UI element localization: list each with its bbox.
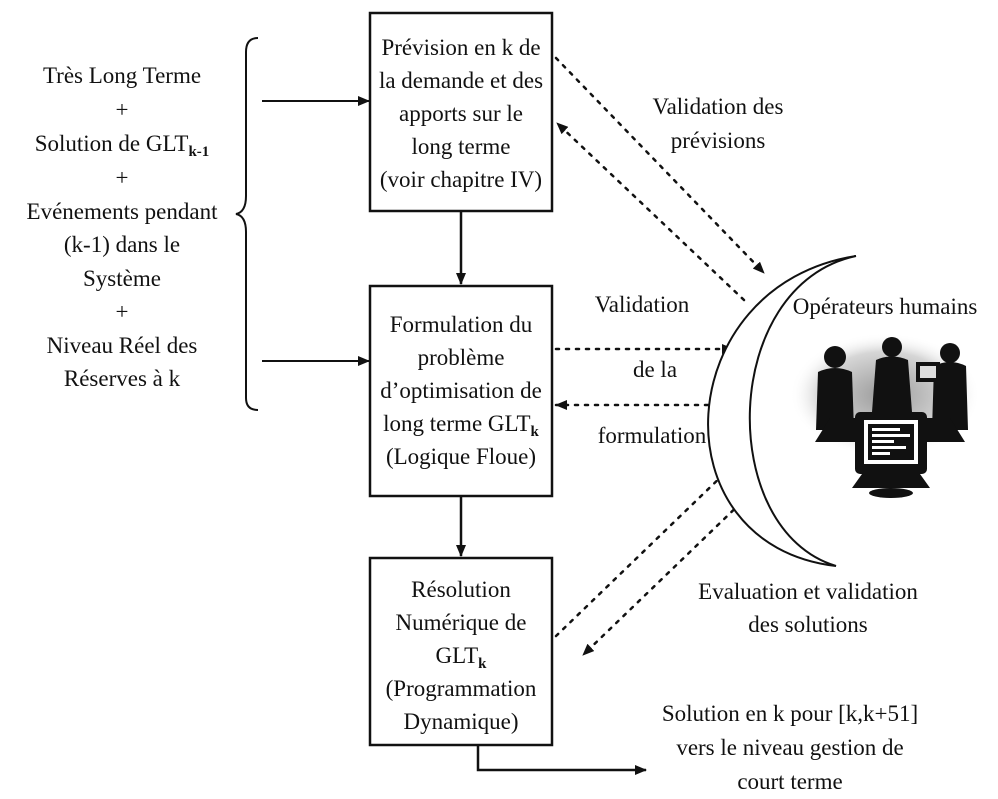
input-list: Très Long Terme + Solution de GLTk-1 + E… (27, 63, 219, 391)
prevision-line: long terme (412, 134, 511, 159)
label-validation-formulation: formulation (598, 423, 707, 448)
output-arrow (476, 745, 647, 775)
prevision-line: Prévision en k de (381, 35, 540, 60)
label-validation-formulation: de la (633, 357, 677, 382)
label-evaluation-validation: Evaluation et validation (698, 579, 918, 604)
dotted-arrow-operators-to-resolution (581, 494, 750, 657)
resolution-line: Dynamique) (404, 709, 519, 734)
resolution-line: GLTk (436, 643, 488, 672)
human-operators-icon (790, 333, 980, 498)
output-label: Solution en k pour [k,k+51] vers le nive… (662, 701, 918, 794)
input-brace (235, 37, 259, 411)
prevision-line: la demande et des (379, 68, 543, 93)
label-validation-previsions: prévisions (671, 128, 766, 153)
output-line: vers le niveau gestion de (676, 735, 903, 760)
prevision-line: (voir chapitre IV) (380, 167, 542, 192)
resolution-line: Résolution (411, 577, 511, 602)
output-line: court terme (737, 769, 842, 794)
input-line-systeme: Système (83, 266, 161, 291)
formulation-line: problème (418, 345, 505, 370)
box-resolution: Résolution Numérique de GLTk (Programmat… (368, 556, 554, 747)
operators-label: Opérateurs humains (793, 294, 978, 319)
formulation-line: Formulation du (390, 312, 533, 337)
input-plus: + (116, 97, 129, 122)
input-line-k-minus-1: (k-1) dans le (64, 232, 180, 257)
resolution-line: (Programmation (386, 676, 537, 701)
label-validation-formulation: Validation (595, 292, 690, 317)
resolution-line: Numérique de (396, 610, 527, 635)
input-line-evenements: Evénements pendant (27, 199, 219, 224)
label-validation-previsions: Validation des (653, 94, 784, 119)
label-evaluation-validation: des solutions (748, 612, 868, 637)
formulation-line: d’optimisation de (380, 378, 542, 403)
box-prevision: Prévision en k de la demande et des appo… (368, 11, 554, 213)
dotted-arrow-operators-to-prevision (555, 121, 746, 302)
input-line-tres-long-terme: Très Long Terme (43, 63, 201, 88)
operators-crescent (707, 255, 857, 567)
prevision-line: apports sur le (399, 101, 523, 126)
input-plus: + (116, 165, 129, 190)
input-plus: + (116, 299, 129, 324)
input-line-niveau-reel: Niveau Réel des (47, 333, 198, 358)
formulation-line: (Logique Floue) (386, 444, 536, 469)
output-line: Solution en k pour [k,k+51] (662, 701, 918, 726)
input-line-solution: Solution de GLTk-1 (35, 131, 210, 160)
box-formulation: Formulation du problème d’optimisation d… (368, 284, 554, 498)
input-line-reserves: Réserves à k (64, 366, 181, 391)
formulation-line: long terme GLTk (383, 411, 539, 440)
dotted-arrow-resolution-to-operators (554, 468, 730, 638)
dotted-arrow-prevision-to-operators (554, 56, 766, 275)
